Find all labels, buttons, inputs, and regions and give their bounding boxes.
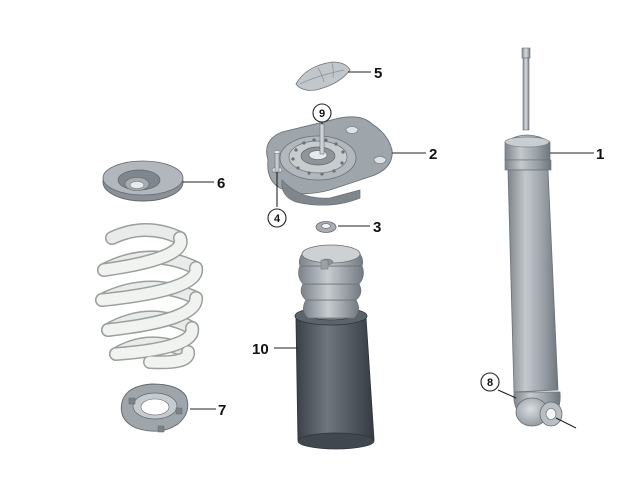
callout-10: 10 xyxy=(252,341,269,358)
callout-7: 7 xyxy=(218,402,226,419)
callout-9-circle xyxy=(312,103,332,123)
callout-2: 2 xyxy=(429,146,437,163)
bump-stop xyxy=(298,244,364,319)
upper-spring-pad xyxy=(102,160,184,202)
mount-bolt xyxy=(273,150,281,173)
washer xyxy=(315,221,337,233)
mount-cap xyxy=(295,61,351,91)
callout-labels: 1 2 3 4 5 6 7 8 9 10 xyxy=(217,65,604,419)
dust-boot xyxy=(294,306,375,450)
callout-9: 9 xyxy=(319,108,325,120)
callout-8: 8 xyxy=(487,377,493,389)
callout-6: 6 xyxy=(217,175,225,192)
coil-spring xyxy=(95,223,204,370)
shock-absorber xyxy=(504,47,577,429)
lower-spring-pad xyxy=(120,383,189,433)
strut-mount xyxy=(266,116,393,206)
callout-1: 1 xyxy=(596,146,604,163)
mount-nut xyxy=(319,123,325,155)
leader-lines xyxy=(183,71,594,410)
callout-5: 5 xyxy=(374,65,382,82)
callout-4-circle xyxy=(267,208,287,228)
callout-4: 4 xyxy=(274,213,281,225)
callout-8-circle xyxy=(480,372,500,392)
callout-3: 3 xyxy=(373,219,381,236)
